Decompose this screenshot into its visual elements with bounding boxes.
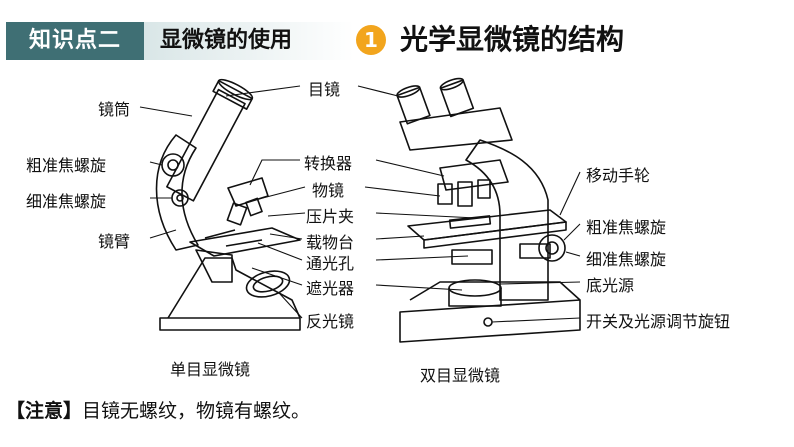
label-tube: 镜筒 — [98, 96, 130, 120]
note-bracket-label: 【注意】 — [6, 400, 82, 422]
label-switch: 开关及光源调节旋钮 — [586, 308, 730, 332]
section-tag: 知识点二 — [6, 22, 144, 60]
label-coarse-right: 粗准焦螺旋 — [586, 214, 666, 238]
label-fine-left: 细准焦螺旋 — [26, 188, 106, 212]
number-badge: 1 — [356, 25, 386, 55]
binocular-microscope — [396, 76, 580, 342]
label-diaphragm: 遮光器 — [306, 275, 354, 299]
note-line: 【注意】目镜无螺纹，物镜有螺纹。 — [6, 396, 310, 423]
label-mirror: 反光镜 — [306, 308, 354, 332]
label-nosepiece: 转换器 — [304, 150, 352, 174]
label-eyepiece: 目镜 — [308, 76, 340, 100]
label-mech-stage: 移动手轮 — [586, 162, 650, 186]
caption-mono: 单目显微镜 — [170, 356, 250, 380]
note-text: 目镜无螺纹，物镜有螺纹。 — [82, 400, 310, 422]
label-objective: 物镜 — [312, 177, 344, 201]
section-title: 光学显微镜的结构 — [400, 18, 624, 62]
microscope-diagram: 镜筒 粗准焦螺旋 细准焦螺旋 镜臂 目镜 转换器 物镜 压片夹 载物台 通光孔 … — [0, 60, 794, 390]
label-clip: 压片夹 — [306, 203, 354, 227]
caption-bino: 双目显微镜 — [420, 362, 500, 386]
label-light: 底光源 — [586, 272, 634, 296]
section-subtitle: 显微镜的使用 — [160, 22, 292, 60]
monocular-microscope — [157, 76, 301, 330]
label-arm: 镜臂 — [98, 228, 130, 252]
label-aperture: 通光孔 — [306, 250, 354, 274]
leader-lines — [140, 86, 580, 322]
label-fine-right: 细准焦螺旋 — [586, 246, 666, 270]
label-coarse-left: 粗准焦螺旋 — [26, 152, 106, 176]
